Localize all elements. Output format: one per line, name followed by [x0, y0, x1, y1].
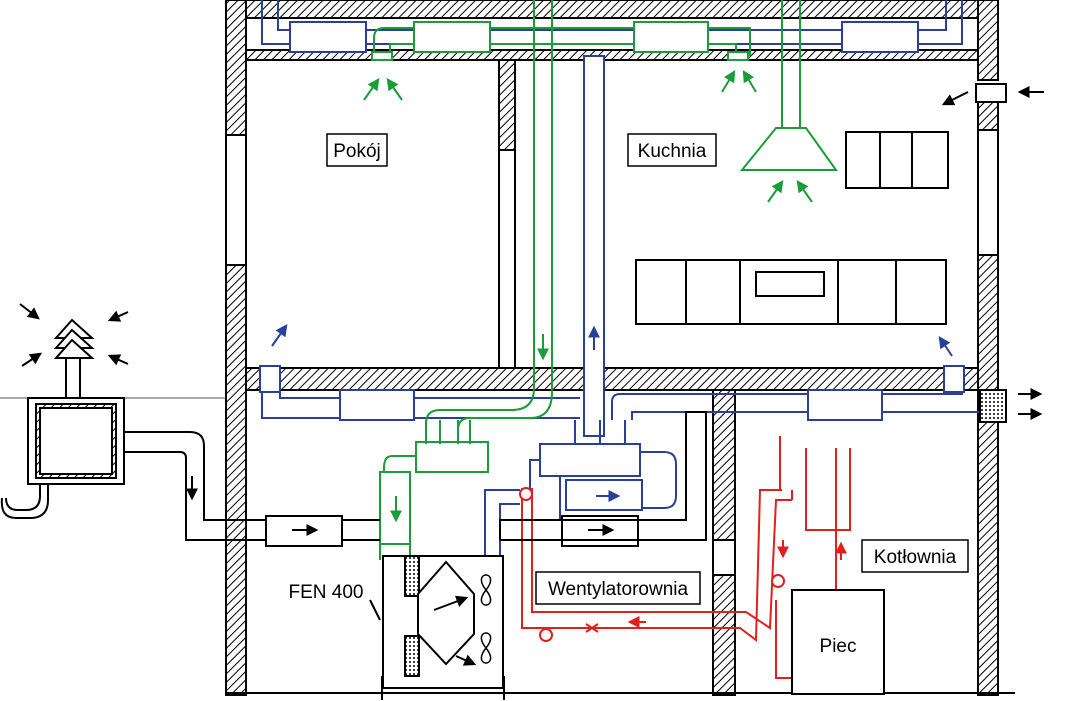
intake-system — [0, 83, 1007, 700]
fan-room-door — [712, 539, 736, 576]
label-kuchnia: Kuchnia — [627, 133, 717, 167]
piec-text: Piec — [820, 636, 857, 657]
kuchnia-text: Kuchnia — [638, 141, 707, 162]
exhaust-ducts — [259, 0, 980, 679]
label-pokoj: Pokój — [326, 133, 388, 167]
fan-room-wall-lower — [712, 574, 736, 696]
fan-rotors — [480, 574, 492, 664]
label-wentylatorownia: Wentylatorownia — [535, 571, 701, 605]
middle-slab — [245, 367, 979, 391]
wentylatorownia-text: Wentylatorownia — [548, 579, 689, 600]
supply-ducts — [371, 0, 838, 560]
interior-wall-upper — [498, 59, 516, 151]
kotlownia-text: Kotłownia — [874, 547, 957, 568]
right-window — [977, 129, 999, 256]
left-wall-lower — [225, 264, 247, 696]
heating-pipes — [519, 436, 851, 679]
heating-arrows — [627, 540, 847, 628]
label-kotlownia: Kotłownia — [861, 539, 969, 573]
left-window — [225, 134, 247, 266]
left-wall-upper — [225, 0, 247, 136]
interior-door — [498, 149, 516, 371]
upper-ceiling — [245, 49, 979, 61]
intake-arrows — [19, 86, 1044, 666]
top-slab — [245, 0, 979, 19]
fen-text: FEN 400 — [289, 582, 364, 603]
right-wall-mid — [977, 101, 999, 131]
building-structure — [0, 0, 1015, 696]
right-wall-upper — [977, 0, 999, 81]
pokoj-text: Pokój — [333, 141, 381, 162]
right-wall-lower — [977, 254, 999, 696]
